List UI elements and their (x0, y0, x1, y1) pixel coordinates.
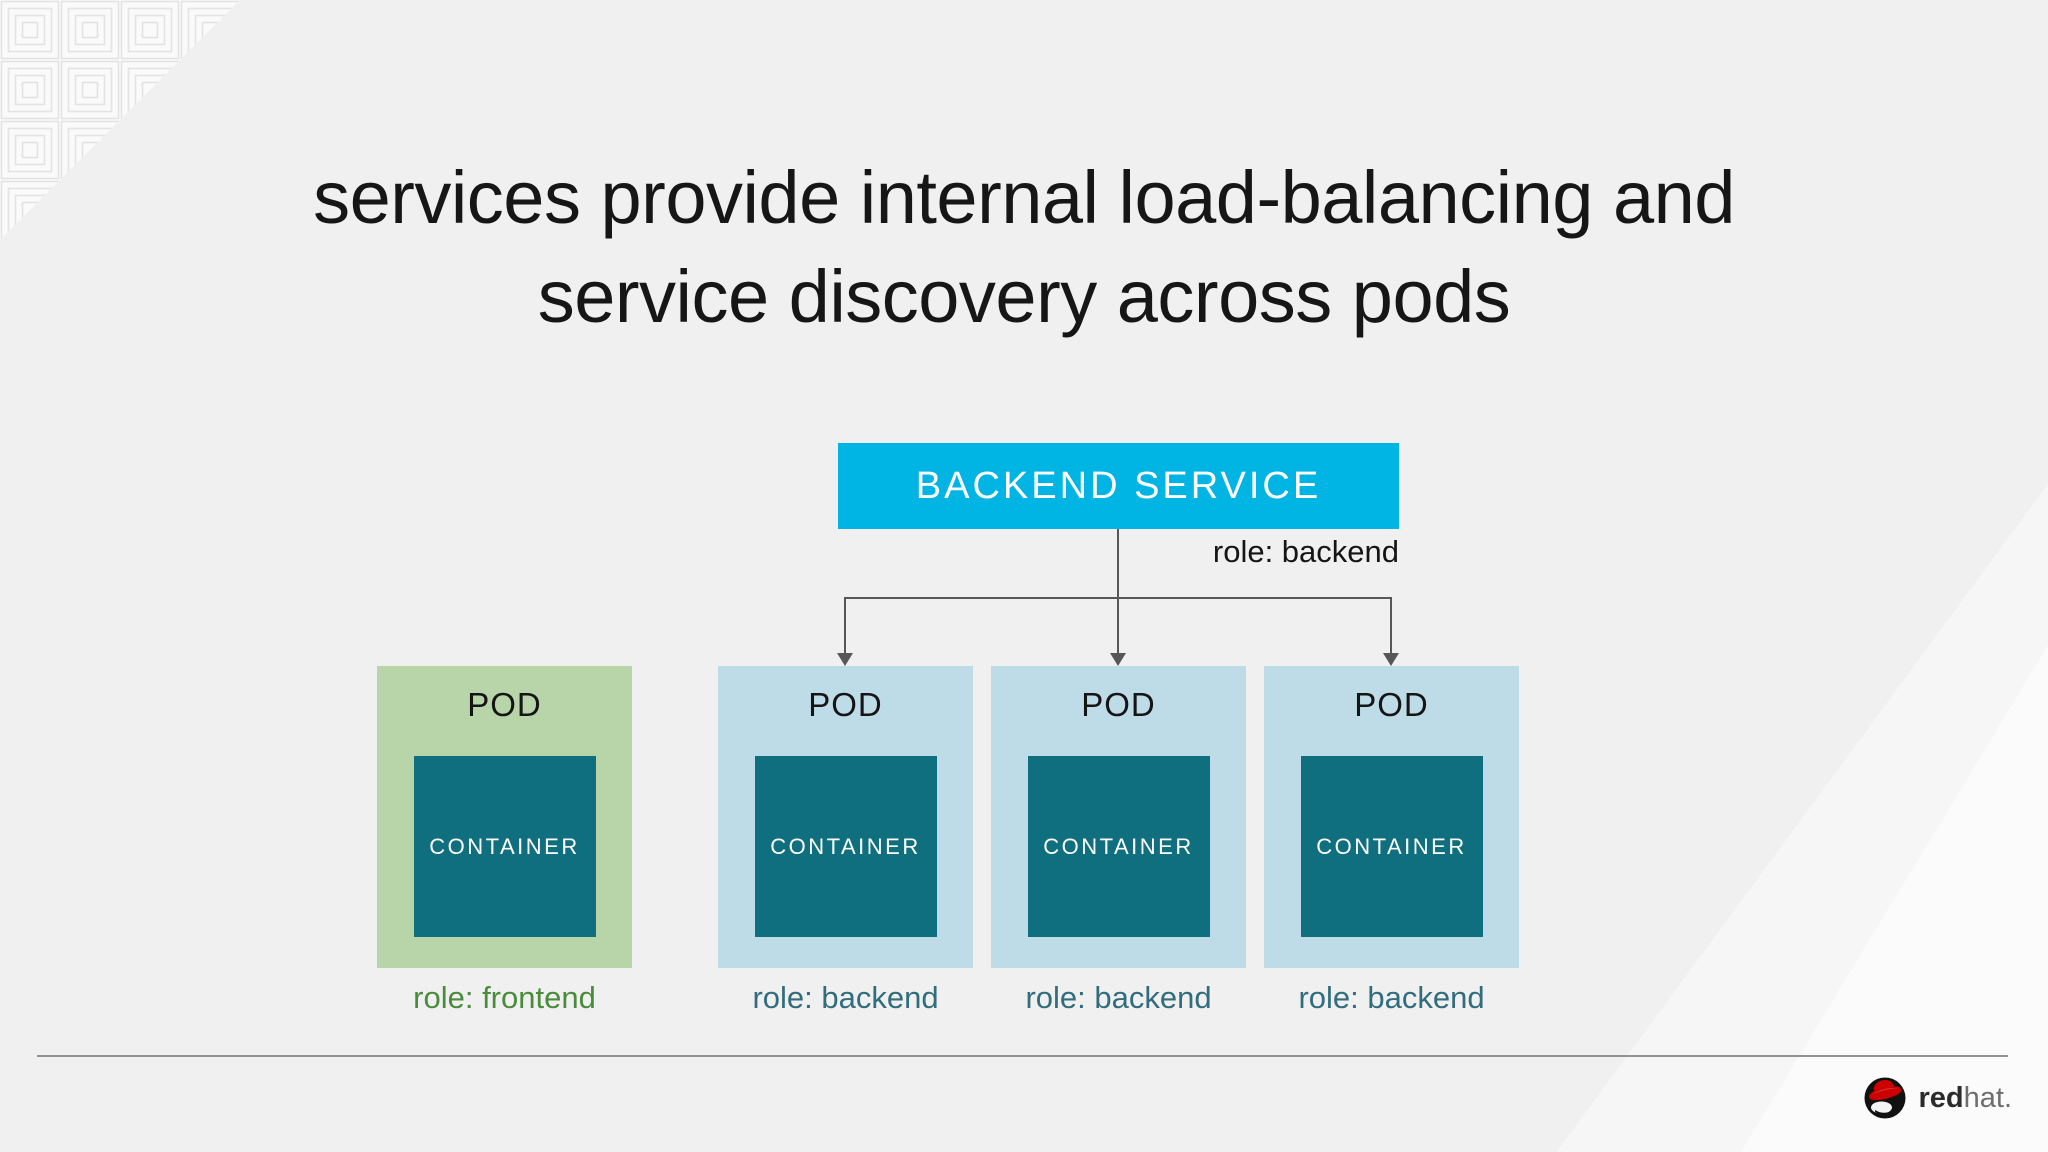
backend-service-label: BACKEND SERVICE (915, 464, 1322, 507)
connector-vertical-left (844, 597, 846, 655)
connector-horizontal (844, 597, 1392, 599)
pod-frontend: POD CONTAINER role: frontend (377, 666, 632, 1016)
backend-service-node: BACKEND SERVICE (838, 443, 1399, 529)
container-label: CONTAINER (770, 833, 921, 859)
slide-title: services provide internal load-balancing… (0, 148, 2048, 346)
footer-divider (37, 1055, 2008, 1057)
pod-box: POD CONTAINER (377, 666, 632, 968)
container-label: CONTAINER (429, 833, 580, 859)
slide-title-line2: service discovery across pods (537, 255, 1511, 338)
pod-label: POD (467, 686, 542, 723)
arrowhead-left-icon (837, 653, 853, 666)
pod-role-label: role: backend (752, 980, 939, 1015)
pod-role-label: role: backend (1298, 980, 1485, 1015)
pod-box: POD CONTAINER (1264, 666, 1519, 968)
redhat-logo: redhat. (1861, 1072, 2012, 1124)
redhat-wordmark-light: hat. (1963, 1082, 2012, 1114)
connector-vertical-middle (1117, 529, 1119, 655)
pod-box: POD CONTAINER (718, 666, 973, 968)
pod-backend-1: POD CONTAINER role: backend (718, 666, 973, 1016)
arrowhead-right-icon (1383, 653, 1399, 666)
corner-pattern-decoration (0, 0, 240, 240)
pod-backend-3: POD CONTAINER role: backend (1264, 666, 1519, 1016)
pod-role-label: role: frontend (413, 980, 596, 1015)
slide-title-line1: services provide internal load-balancing… (313, 156, 1735, 239)
pod-box: POD CONTAINER (991, 666, 1246, 968)
container-box: CONTAINER (1027, 756, 1210, 937)
container-label: CONTAINER (1316, 833, 1467, 859)
pod-role-label: role: backend (1025, 980, 1212, 1015)
redhat-wordmark: redhat. (1918, 1072, 2012, 1124)
pod-backend-2: POD CONTAINER role: backend (991, 666, 1246, 1016)
redhat-wordmark-bold: red (1918, 1082, 1964, 1114)
container-box: CONTAINER (413, 756, 596, 937)
arrowhead-middle-icon (1110, 653, 1126, 666)
pod-label: POD (1081, 686, 1156, 723)
container-box: CONTAINER (1300, 756, 1483, 937)
pod-label: POD (1354, 686, 1429, 723)
container-box: CONTAINER (754, 756, 937, 937)
backend-service-role-label: role: backend (1212, 534, 1399, 569)
redhat-shadowman-icon (1864, 1077, 1906, 1119)
connector-vertical-right (1390, 597, 1392, 655)
pod-label: POD (808, 686, 883, 723)
container-label: CONTAINER (1043, 833, 1194, 859)
